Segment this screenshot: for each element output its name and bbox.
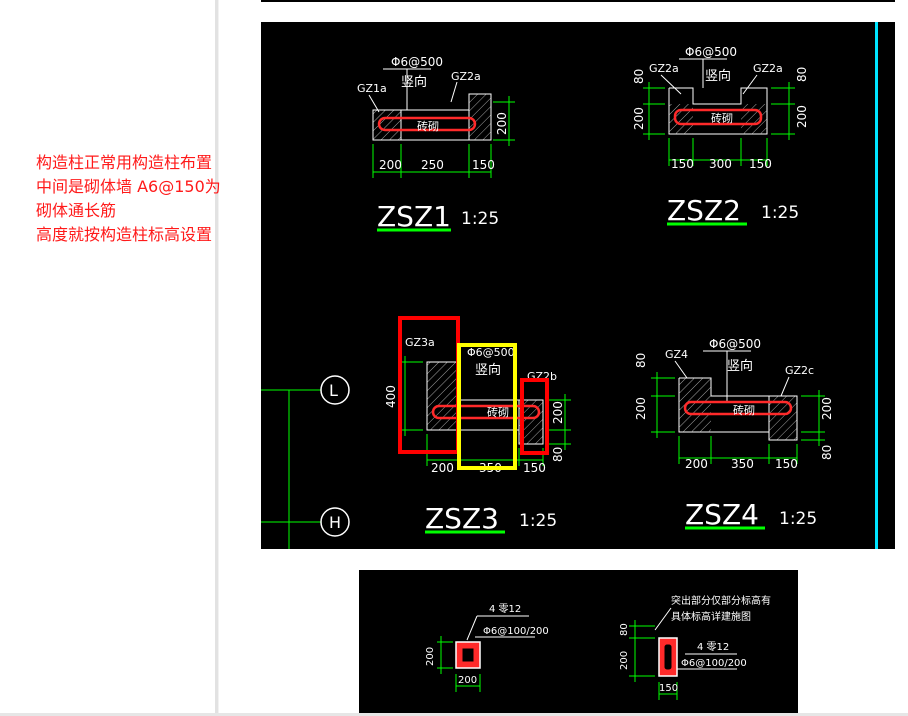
- cad-drawing-main[interactable]: Φ6@500 竖向 GZ1a GZ2a 砖砌 200 250 150 20: [261, 22, 895, 549]
- svg-text:200: 200: [551, 401, 565, 424]
- column-section-left: 4 零12 Φ6@100/200 200 200: [425, 603, 549, 692]
- svg-text:200: 200: [685, 457, 708, 471]
- previous-drawing-edge: [261, 0, 895, 2]
- svg-text:竖向: 竖向: [475, 362, 501, 378]
- sidebar-divider: [215, 0, 218, 716]
- svg-text:350: 350: [731, 457, 754, 471]
- zsz1-detail: Φ6@500 竖向 GZ1a GZ2a 砖砌 200 250 150 20: [357, 55, 515, 233]
- svg-text:200: 200: [379, 158, 402, 172]
- sidebar-divider-shade: [218, 0, 219, 716]
- annotation-line: 构造柱正常用构造柱布置: [36, 153, 213, 172]
- svg-text:ZSZ3: ZSZ3: [425, 502, 499, 535]
- svg-text:GZ2a: GZ2a: [649, 62, 679, 75]
- zsz1-gz-right: GZ2a: [451, 70, 481, 83]
- zsz1-title: ZSZ1: [377, 200, 451, 233]
- svg-text:GZ2c: GZ2c: [785, 364, 814, 377]
- svg-text:80: 80: [795, 67, 809, 82]
- bottom-scroll-edge: [0, 713, 908, 716]
- svg-text:1:25: 1:25: [519, 511, 557, 531]
- svg-text:4 零12: 4 零12: [489, 603, 521, 615]
- zsz1-gz-left: GZ1a: [357, 82, 387, 95]
- svg-text:Φ6@100/200: Φ6@100/200: [483, 626, 549, 637]
- svg-text:200: 200: [619, 651, 630, 670]
- cyan-border: [875, 22, 878, 549]
- svg-text:GZ3a: GZ3a: [405, 336, 435, 349]
- column-section-right: 突出部分仅部分标高有 具体标高详建施图 4 零12 Φ6@100/200 150…: [619, 594, 771, 700]
- svg-text:200: 200: [820, 397, 834, 420]
- svg-text:150: 150: [749, 157, 772, 171]
- svg-text:1:25: 1:25: [779, 509, 817, 529]
- svg-text:80: 80: [619, 623, 630, 636]
- svg-text:竖向: 竖向: [727, 358, 753, 374]
- svg-text:150: 150: [523, 461, 546, 475]
- svg-text:150: 150: [775, 457, 798, 471]
- svg-text:砖砌: 砖砌: [711, 111, 733, 125]
- zsz1-direction: 竖向: [401, 74, 427, 90]
- svg-text:80: 80: [551, 447, 565, 462]
- svg-text:200: 200: [458, 675, 477, 686]
- zsz1-scale: 1:25: [461, 209, 499, 229]
- svg-text:突出部分仅部分标高有: 突出部分仅部分标高有: [671, 594, 771, 607]
- annotation-line: 中间是砌体墙 A6@150为: [36, 177, 221, 196]
- svg-text:150: 150: [659, 683, 678, 694]
- svg-text:1:25: 1:25: [761, 203, 799, 223]
- annotation-line: 高度就按构造柱标高设置: [36, 225, 213, 244]
- highlight-gz2b: [520, 378, 549, 455]
- zsz3-detail: GZ3a Φ6@500 竖向 GZ2b 砖砌 L: [261, 316, 571, 549]
- svg-text:砖砌: 砖砌: [733, 403, 755, 417]
- svg-text:400: 400: [384, 385, 398, 408]
- svg-text:具体标高详建施图: 具体标高详建施图: [671, 610, 751, 623]
- svg-text:200: 200: [431, 461, 454, 475]
- svg-text:ZSZ2: ZSZ2: [667, 194, 741, 227]
- svg-text:80: 80: [632, 69, 646, 84]
- svg-text:200: 200: [495, 112, 509, 135]
- annotation-line: 砌体通长筋: [36, 201, 117, 220]
- svg-text:GZ4: GZ4: [665, 348, 688, 361]
- cad-drawing-second[interactable]: 4 零12 Φ6@100/200 200 200 突出部分仅部分标高有 具体标高…: [359, 570, 798, 716]
- zsz2-detail: Φ6@500 竖向 GZ2a GZ2a 砖砌 150 300: [632, 45, 809, 227]
- svg-text:Φ6@500: Φ6@500: [467, 346, 515, 359]
- svg-text:300: 300: [709, 157, 732, 171]
- svg-text:80: 80: [634, 353, 648, 368]
- svg-text:GZ2a: GZ2a: [753, 62, 783, 75]
- svg-text:Φ6@500: Φ6@500: [685, 45, 737, 59]
- svg-text:200: 200: [634, 397, 648, 420]
- annotation-text: 构造柱正常用构造柱布置 中间是砌体墙 A6@150为 砌体通长筋 高度就按构造柱…: [36, 151, 266, 247]
- svg-text:200: 200: [425, 647, 436, 666]
- axis-h-label: H: [329, 513, 341, 532]
- zsz1-stirrup: Φ6@500: [391, 55, 443, 69]
- svg-text:Φ6@100/200: Φ6@100/200: [681, 658, 747, 669]
- zsz1-wall: 砖砌: [417, 119, 439, 133]
- svg-text:竖向: 竖向: [705, 68, 731, 84]
- svg-text:250: 250: [421, 158, 444, 172]
- svg-text:80: 80: [820, 445, 834, 460]
- highlight-wall: [457, 343, 517, 470]
- svg-text:Φ6@500: Φ6@500: [709, 337, 761, 351]
- svg-text:4 零12: 4 零12: [697, 641, 729, 653]
- svg-text:ZSZ4: ZSZ4: [685, 498, 759, 531]
- svg-text:150: 150: [472, 158, 495, 172]
- svg-text:150: 150: [671, 157, 694, 171]
- svg-text:200: 200: [632, 107, 646, 130]
- svg-text:200: 200: [795, 105, 809, 128]
- zsz4-detail: Φ6@500 竖向 GZ4 GZ2c 砖砌 200 350 1: [634, 337, 834, 531]
- svg-text:砖砌: 砖砌: [487, 405, 509, 419]
- axis-l-label: L: [329, 381, 338, 400]
